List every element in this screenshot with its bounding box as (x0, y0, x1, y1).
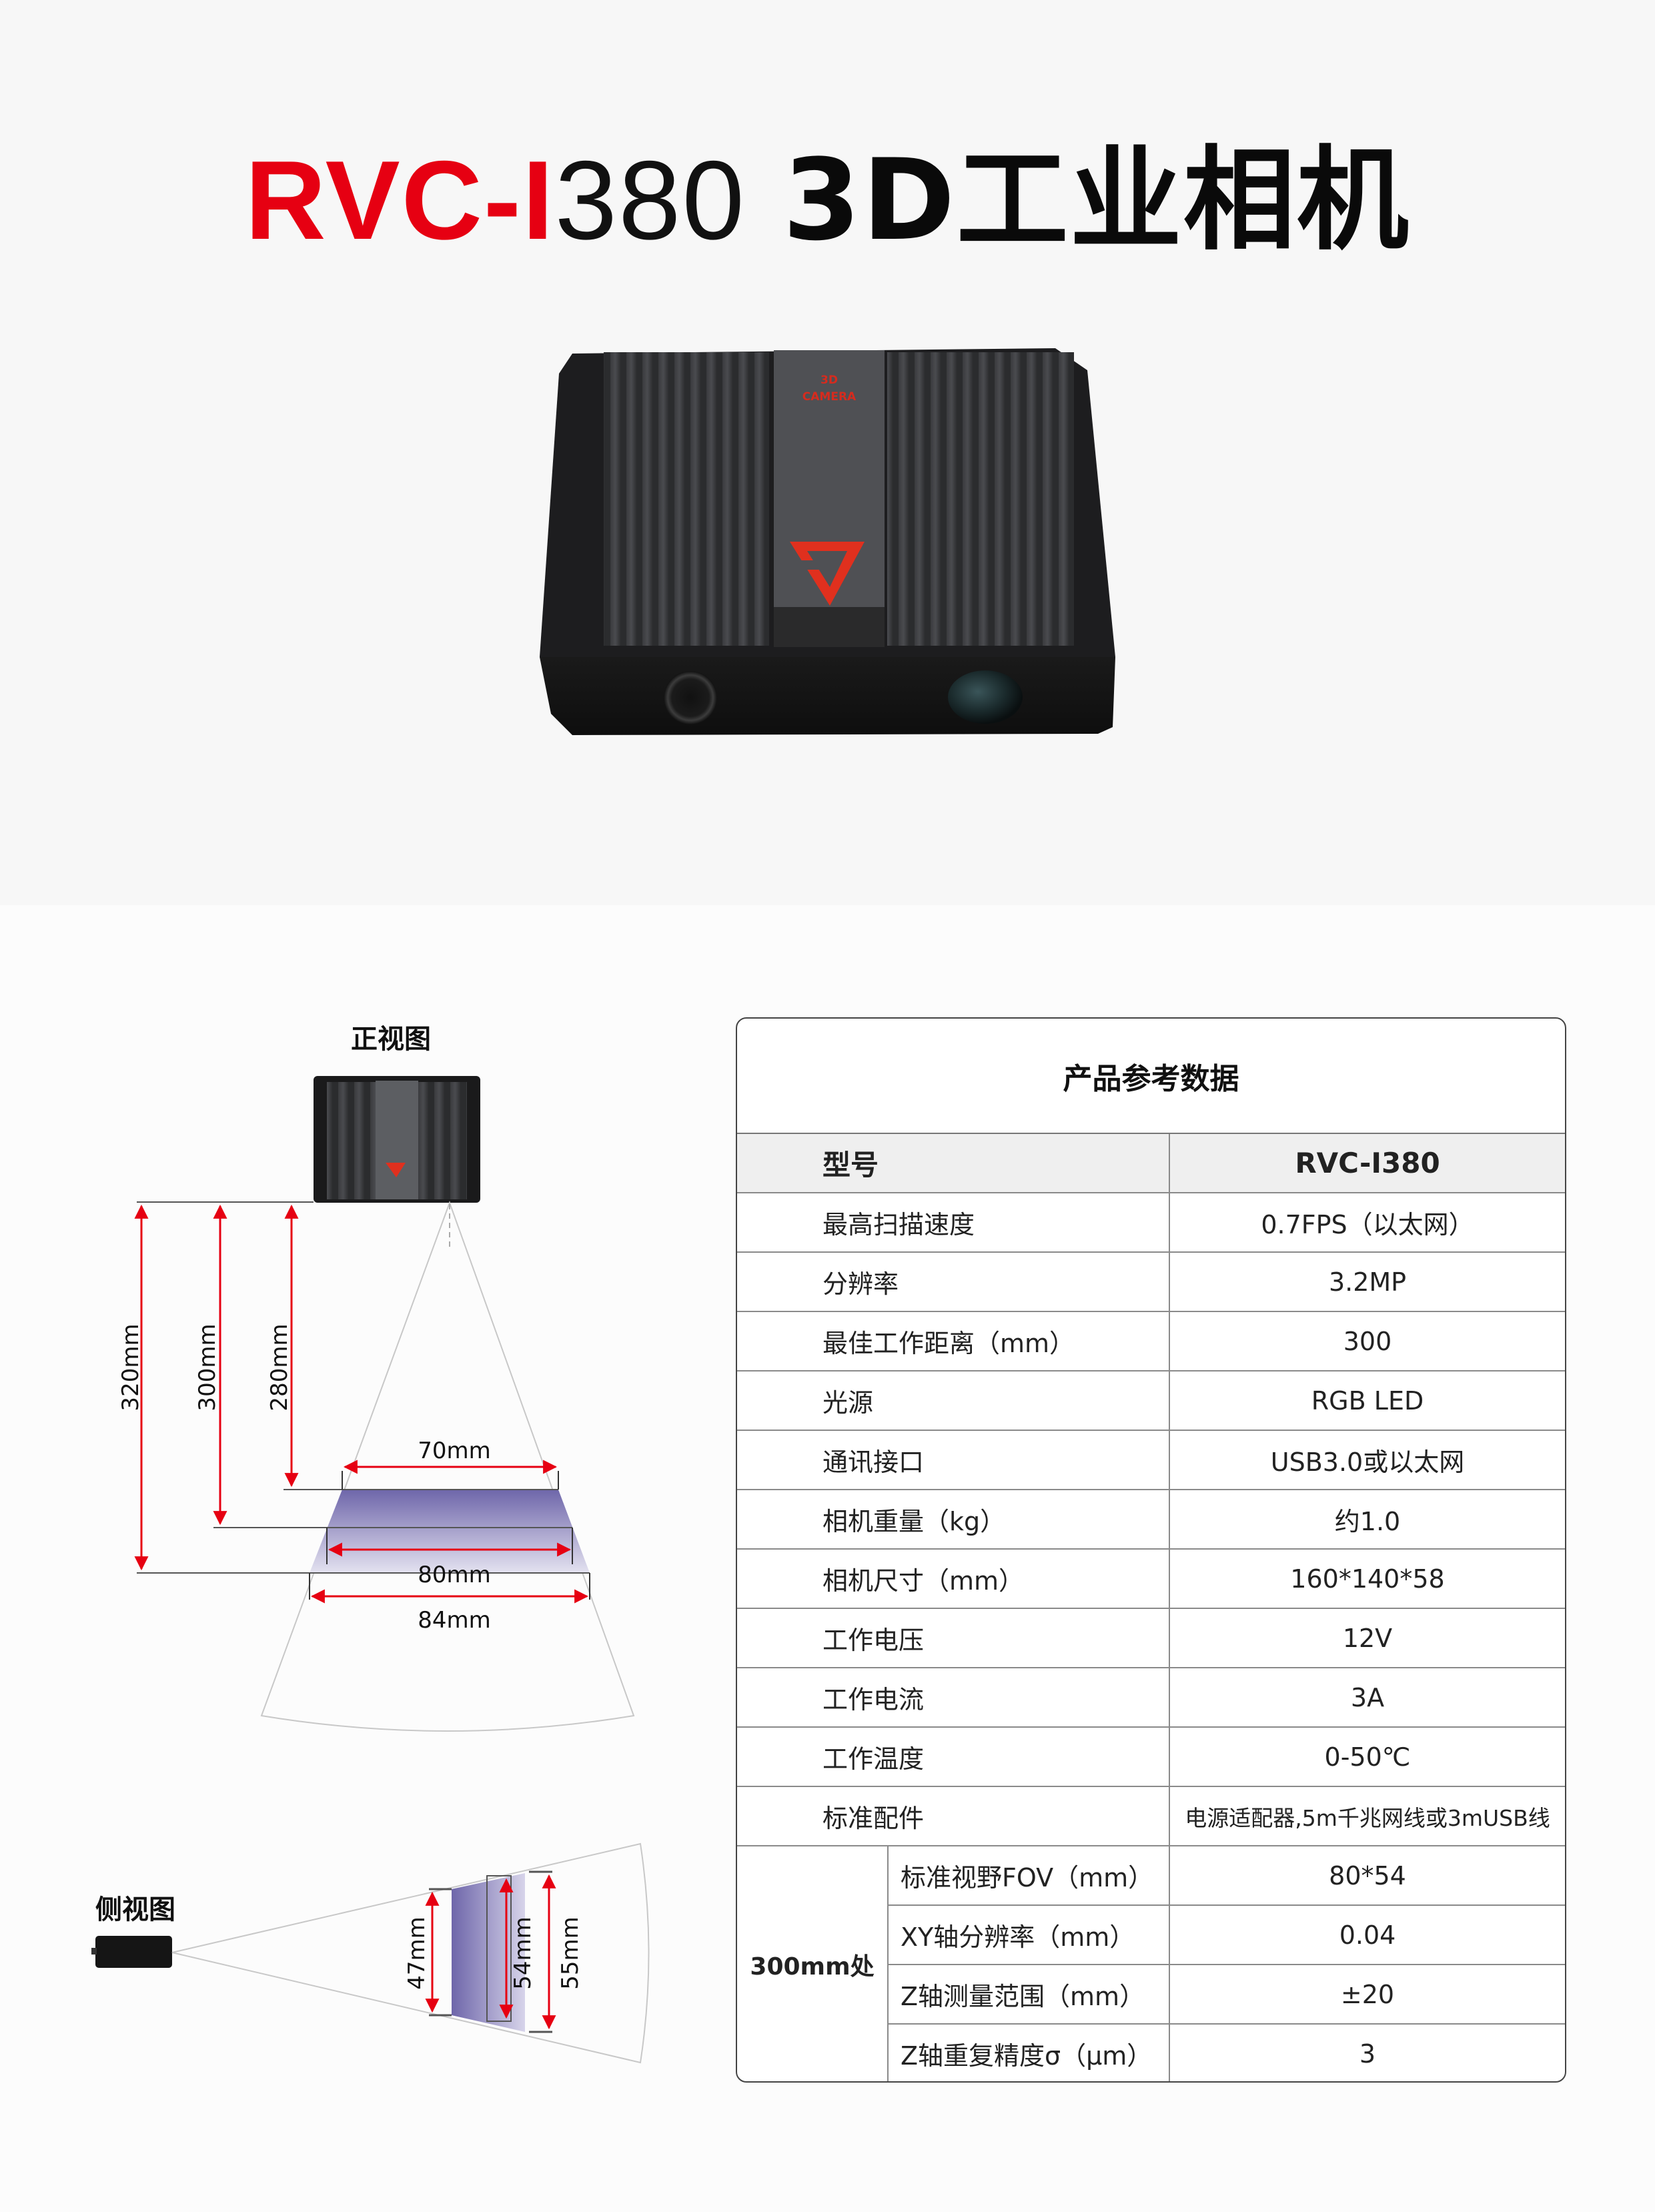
table-row: 相机尺寸（mm）160*140*58 (737, 1549, 1565, 1609)
front-view-label: 正视图 (351, 1024, 431, 1055)
row-label: 标准视野FOV（mm） (888, 1846, 1171, 1906)
projector-lens-icon (664, 671, 717, 724)
page-title: RVC-I380 3D工业相机 (0, 137, 1655, 263)
svg-text:55mm: 55mm (557, 1916, 584, 1990)
svg-text:320mm: 320mm (117, 1323, 144, 1411)
table-row: 300mm处 标准视野FOV（mm） 80*54 (737, 1846, 1565, 2081)
title-model-number: 380 (554, 137, 746, 263)
row-value: 0.7FPS（以太网） (1169, 1193, 1565, 1253)
title-suffix: 3D工业相机 (782, 135, 1410, 265)
model-value: RVC-I380 (1169, 1134, 1565, 1193)
model-label: 型号 (737, 1134, 1171, 1193)
brand-logo-icon (790, 542, 865, 606)
row-value: 3.2MP (1169, 1252, 1565, 1312)
table-row: 相机重量（kg）约1.0 (737, 1490, 1565, 1550)
row-label: 最高扫描速度 (737, 1193, 1171, 1253)
side-camera-icon (91, 1936, 172, 1968)
row-value: 0.04 (1169, 1905, 1565, 1965)
svg-text:70mm: 70mm (418, 1438, 491, 1464)
row-value: 3A (1169, 1668, 1565, 1728)
row-label: 标准配件 (737, 1786, 1171, 1846)
camera-product-image: 3D CAMERA (540, 348, 1115, 735)
row-value: ±20 (1169, 1965, 1565, 2025)
row-label: Z轴重复精度σ（μm） (888, 2024, 1171, 2081)
svg-text:47mm: 47mm (404, 1916, 430, 1990)
row-value: 80*54 (1169, 1846, 1565, 1906)
svg-text:3D: 3D (820, 374, 838, 387)
row-value: 160*140*58 (1169, 1549, 1565, 1609)
row-label: 最佳工作距离（mm） (737, 1311, 1171, 1371)
row-value: 3 (1359, 2039, 1376, 2069)
row-label: 工作电流 (737, 1668, 1171, 1728)
svg-text:54mm: 54mm (510, 1916, 536, 1990)
group-label: 300mm处 (737, 1846, 889, 2081)
svg-text:CAMERA: CAMERA (802, 390, 857, 404)
table-row: Z轴测量范围（mm）±20 (737, 1965, 1565, 2025)
svg-text:300mm: 300mm (194, 1323, 221, 1411)
row-label: XY轴分辨率（mm） (888, 1905, 1171, 1965)
row-label: 光源 (737, 1371, 1171, 1431)
row-label: 相机尺寸（mm） (737, 1549, 1171, 1609)
row-value: RGB LED (1169, 1371, 1565, 1431)
table-row-model: 型号 RVC-I380 (737, 1134, 1565, 1193)
row-value: 电源适配器,5m千兆网线或3mUSB线 (1169, 1786, 1565, 1846)
table-row: Z轴重复精度σ（μm） 3 (737, 2024, 1565, 2081)
row-label: 通讯接口 (737, 1430, 1171, 1490)
row-value: USB3.0或以太网 (1169, 1430, 1565, 1490)
svg-text:280mm: 280mm (266, 1323, 293, 1411)
row-value: 12V (1169, 1608, 1565, 1668)
side-view-label: 侧视图 (95, 1894, 175, 1925)
row-value: 约1.0 (1169, 1490, 1565, 1550)
row-label: 工作电压 (737, 1608, 1171, 1668)
front-view-diagram: 320mm 300mm 280mm 70mm 80mm 84mm 47mm 54… (91, 1076, 650, 2064)
title-brand: RVC-I (245, 137, 555, 263)
row-value: 0-50℃ (1169, 1727, 1565, 1787)
row-label: 分辨率 (737, 1252, 1171, 1312)
table-row: 最佳工作距离（mm）300 (737, 1311, 1565, 1371)
camera-lens-icon (948, 670, 1023, 724)
table-row: 标准配件电源适配器,5m千兆网线或3mUSB线 (737, 1786, 1565, 1846)
spec-table-title: 产品参考数据 (737, 1019, 1565, 1134)
svg-text:80mm: 80mm (418, 1562, 491, 1588)
row-value: 300 (1169, 1311, 1565, 1371)
row-label: 工作温度 (737, 1727, 1171, 1787)
table-row: XY轴分辨率（mm）0.04 (737, 1905, 1565, 1965)
row-label: Z轴测量范围（mm） (888, 1965, 1171, 2025)
front-camera-icon (314, 1076, 480, 1203)
svg-text:84mm: 84mm (418, 1607, 491, 1634)
row-label: 相机重量（kg） (737, 1490, 1171, 1550)
